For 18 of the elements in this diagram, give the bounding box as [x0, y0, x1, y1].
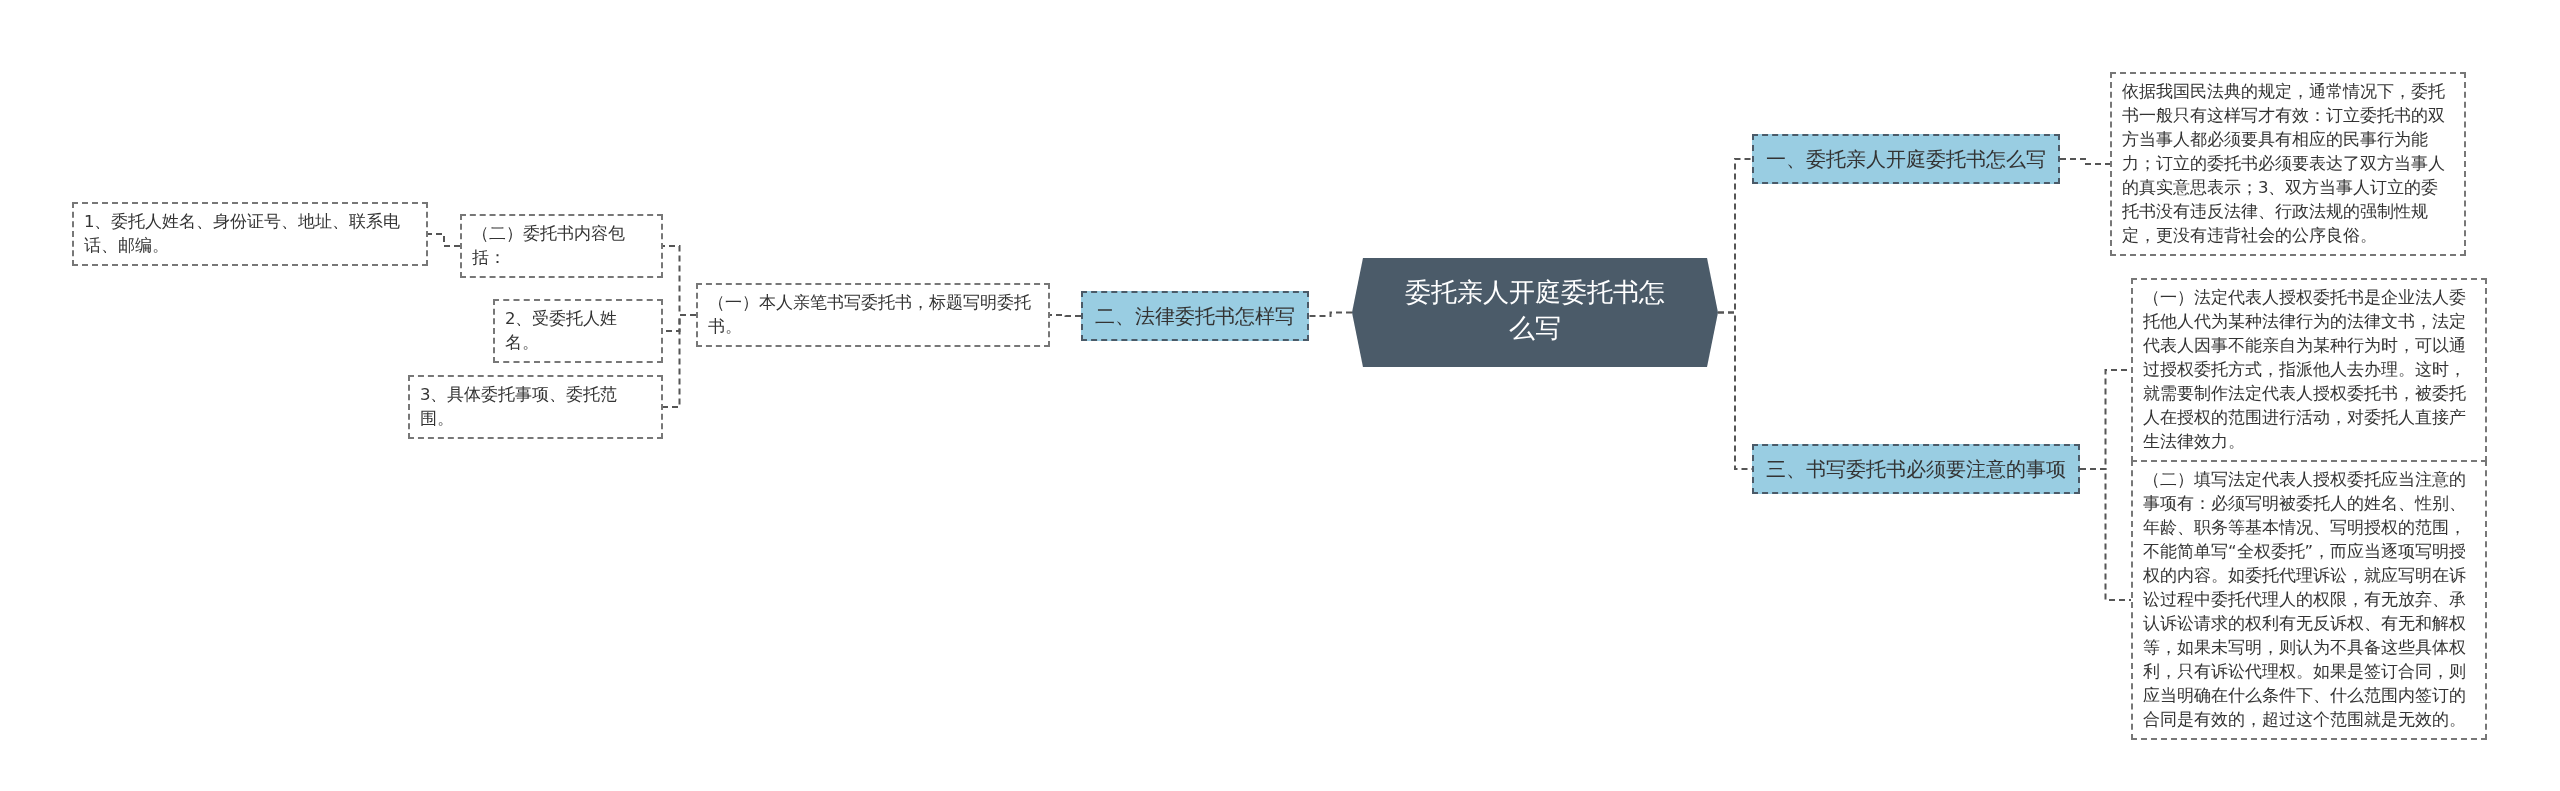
- connector-line: [662, 314, 697, 408]
- text-box: （二）填写法定代表人授权委托应当注意的事项有：必须写明被委托人的姓名、性别、年龄、职务等基本情况、写明授权的范围，不能简单写“全权委托”，而应当逐项写明授权的内容。如委托代理诉讼，就应写明在诉讼过程中委托代理人的权限，有无放弃、承认诉讼请求的权利有无反诉权、有无和解权等，如果未写明，则认为不具备这些具体权利，只有诉讼代理权。如果是签订合同，则应当明确在什么条件下、什么范围内签订的合同是有效的，超过这个范围就是无效的。: [2131, 460, 2487, 740]
- text-box: 2、受委托人姓名。: [493, 299, 663, 363]
- topic-box: 三、书写委托书必须要注意的事项: [1752, 444, 2080, 494]
- central-topic-hexagon: 委托亲人开庭委托书怎么写: [1352, 258, 1718, 367]
- text-box: （一）法定代表人授权委托书是企业法人委托他人代为某种法律行为的法律文书，法定代表人因事不能亲自为某种行为时，可以通过授权委托方式，指派他人去办理。这时，就需要制作法定代表人授权委托书，被委托人在授权的范围进行活动，对委托人直接产生法律效力。: [2131, 278, 2487, 462]
- connector-line: [2079, 468, 2132, 601]
- topic-box: 二、法律委托书怎样写: [1081, 291, 1309, 341]
- connector-line: [427, 233, 461, 247]
- text-box: （一）本人亲笔书写委托书，标题写明委托书。: [696, 283, 1050, 347]
- connector-line: [2059, 158, 2111, 165]
- text-box: 3、具体委托事项、委托范围。: [408, 375, 663, 439]
- connector-line: [1049, 314, 1082, 317]
- connector-line: [1308, 311, 1353, 317]
- text-box: （二）委托书内容包括：: [460, 214, 663, 278]
- text-box: 依据我国民法典的规定，通常情况下，委托书一般只有这样写才有效：订立委托书的双方当事人都必须要具有相应的民事行为能力；订立的委托书必须要表达了双方当事人的真实意思表示；3、双方当事人订立的委托书没有违反法律、行政法规的强制性规定，更没有违背社会的公序良俗。: [2110, 72, 2466, 256]
- text-box: 1、委托人姓名、身份证号、地址、联系电话、邮编。: [72, 202, 428, 266]
- topic-box: 一、委托亲人开庭委托书怎么写: [1752, 134, 2060, 184]
